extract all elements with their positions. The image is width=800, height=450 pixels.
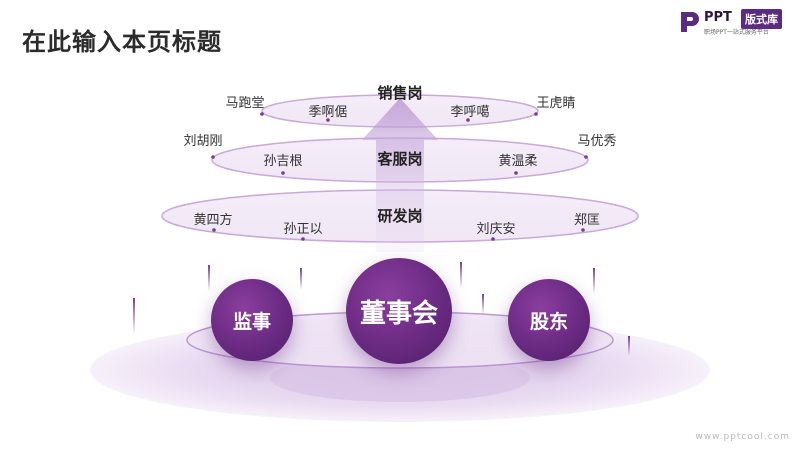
ring-dot xyxy=(491,237,495,241)
person-name: 黄温柔 xyxy=(498,154,538,169)
deco-stick xyxy=(300,268,302,290)
deco-stick xyxy=(482,294,484,314)
node-board: 董事会 xyxy=(346,258,452,364)
brand-logo: PPT 版式库 职场PPT一站式服务平台 xyxy=(679,8,794,38)
logo-p-icon xyxy=(681,12,699,32)
watermark: www.pptcool.com xyxy=(695,432,790,442)
ring-dot xyxy=(514,171,518,175)
ring-dot xyxy=(260,112,264,116)
ring-dot xyxy=(211,155,215,159)
deco-stick xyxy=(208,265,210,291)
person-name: 李呼噶 xyxy=(450,105,490,120)
person-name: 马优秀 xyxy=(577,134,617,149)
ring-dot xyxy=(584,155,588,159)
deco-stick xyxy=(593,268,595,294)
person-name: 季啊倨 xyxy=(308,105,348,120)
up-arrow-icon xyxy=(362,98,438,252)
ring-dot xyxy=(534,112,538,116)
deco-stick xyxy=(460,262,462,288)
deco-stick xyxy=(628,336,630,356)
ring-dot xyxy=(212,228,216,232)
tier-label-rd: 研发岗 xyxy=(377,207,423,225)
person-name: 黄四方 xyxy=(193,213,233,228)
person-name: 孙正以 xyxy=(283,222,323,237)
ring-dot xyxy=(281,171,285,175)
person-name: 郑匡 xyxy=(573,213,601,228)
ring-dot xyxy=(466,118,470,122)
ring-dot xyxy=(581,228,585,232)
person-name: 刘胡刚 xyxy=(183,134,223,149)
tier-label-sales: 销售岗 xyxy=(377,84,423,102)
node-shareholders: 股东 xyxy=(508,279,590,361)
logo-text: PPT xyxy=(704,10,732,25)
person-name: 马跑堂 xyxy=(225,96,265,111)
tier-label-service: 客服岗 xyxy=(377,150,423,168)
person-name: 刘庆安 xyxy=(476,222,516,237)
ring-dot xyxy=(301,237,305,241)
ring-dot xyxy=(326,118,330,122)
person-name: 王虎睛 xyxy=(536,96,576,111)
page-title: 在此输入本页标题 xyxy=(22,28,222,56)
logo-subtitle: 职场PPT一站式服务平台 xyxy=(704,29,769,36)
deco-stick xyxy=(133,298,135,334)
node-supervisor: 监事 xyxy=(211,279,293,361)
logo-badge: 版式库 xyxy=(741,9,782,29)
person-name: 孙吉根 xyxy=(263,154,303,169)
